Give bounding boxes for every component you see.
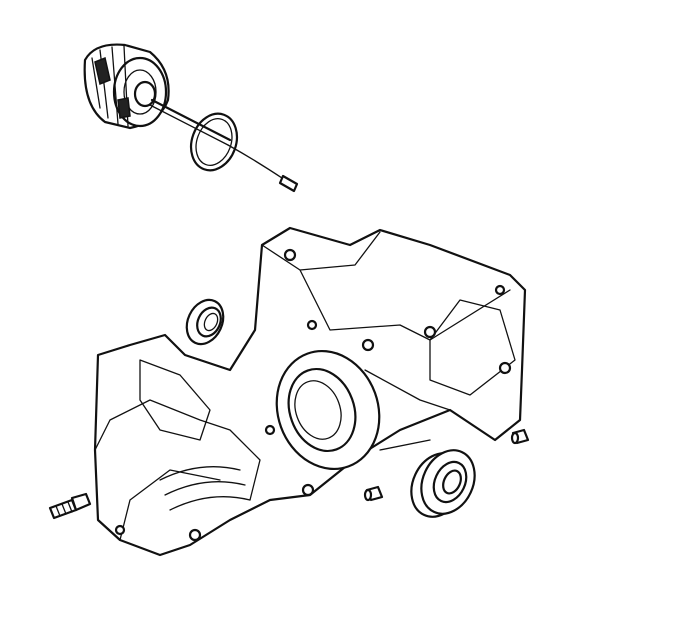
ball-bearing xyxy=(410,449,476,518)
pump-cable xyxy=(227,144,299,193)
o-ring xyxy=(189,112,239,172)
dowel-pin-2 xyxy=(510,428,530,445)
oil-seal-left xyxy=(185,298,225,346)
screw xyxy=(48,492,92,520)
crankcase xyxy=(93,226,527,557)
oil-pump xyxy=(83,43,232,146)
dowel-pin-1 xyxy=(363,485,384,502)
